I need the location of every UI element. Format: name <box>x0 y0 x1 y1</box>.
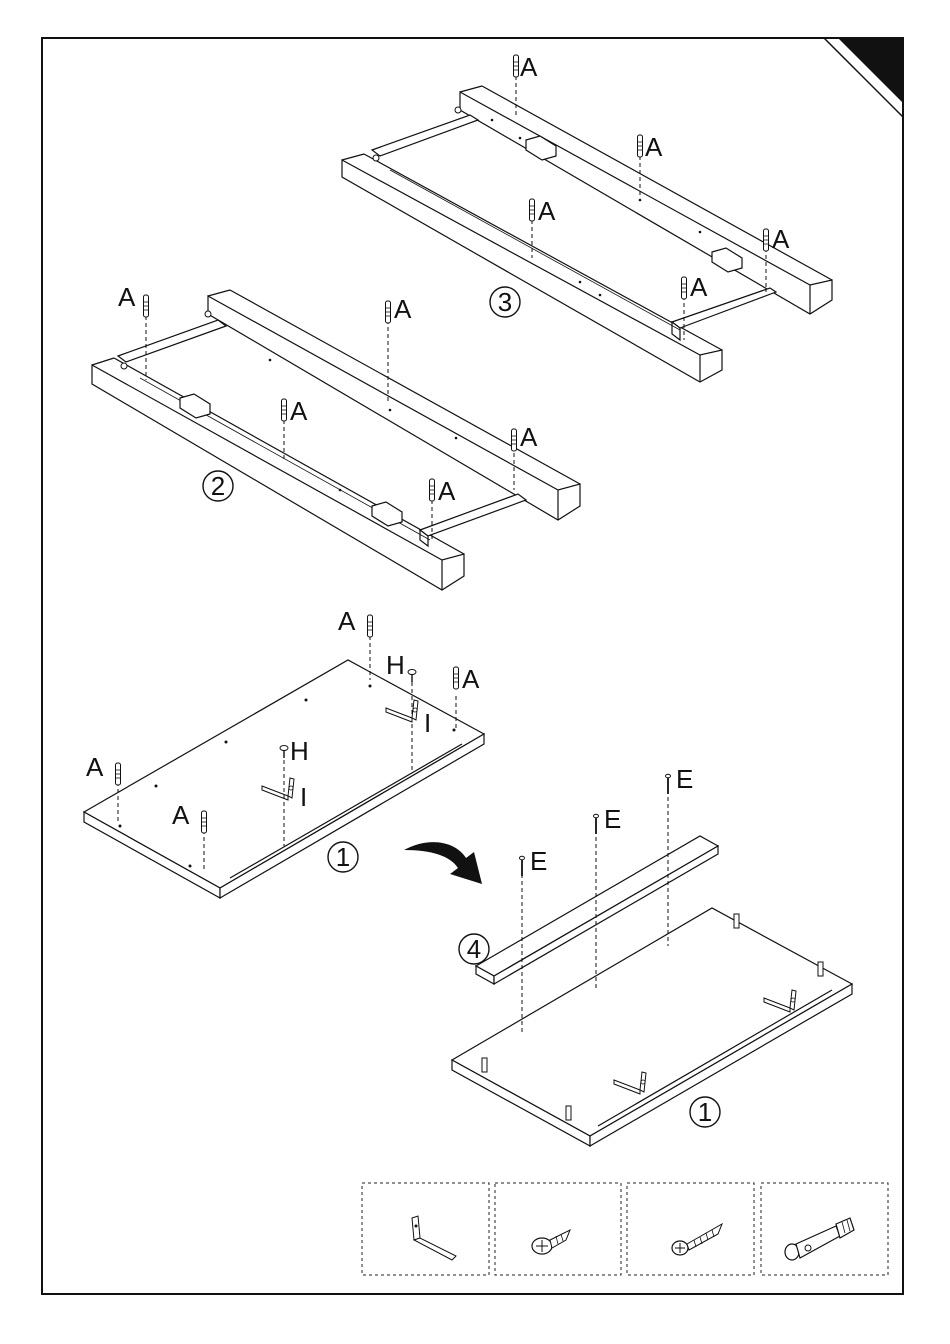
svg-text:4: 4 <box>467 934 481 964</box>
label-a: A <box>118 282 136 312</box>
label-h: H <box>386 650 405 680</box>
legend-box <box>362 1183 489 1275</box>
corner-tab-icon <box>824 38 903 117</box>
label-a: A <box>645 132 663 162</box>
label-i: I <box>424 708 431 738</box>
cam-dowel-icon <box>785 1218 854 1260</box>
svg-text:2: 2 <box>211 471 225 501</box>
frame-step-2 <box>92 290 580 590</box>
legend-box <box>761 1183 888 1275</box>
label-a: A <box>690 272 708 302</box>
l-bracket-icon <box>412 1216 456 1260</box>
svg-text:3: 3 <box>498 287 512 317</box>
label-a: A <box>172 800 190 830</box>
step-number-4: 4 <box>459 934 489 964</box>
svg-text:1: 1 <box>336 842 350 872</box>
label-a: A <box>338 606 356 636</box>
step-number-2: 2 <box>203 471 233 501</box>
label-a: A <box>538 196 556 226</box>
label-e: E <box>530 846 547 876</box>
legend-box <box>495 1183 621 1275</box>
label-a: A <box>290 396 308 426</box>
frame-step-3 <box>342 86 832 382</box>
flip-arrow-icon <box>404 842 482 884</box>
label-a: A <box>394 294 412 324</box>
label-a: A <box>520 52 538 82</box>
label-e: E <box>604 804 621 834</box>
legend-box <box>627 1183 754 1275</box>
step-number-1: 1 <box>328 842 358 872</box>
label-h: H <box>290 736 309 766</box>
step-number-1-bottom: 1 <box>690 1097 720 1127</box>
label-a: A <box>438 476 456 506</box>
panel-step-4 <box>452 836 852 1146</box>
long-screw-icon <box>672 1224 722 1255</box>
svg-text:1: 1 <box>698 1097 712 1127</box>
parts-legend <box>362 1183 888 1275</box>
step-number-3: 3 <box>490 287 520 317</box>
label-e: E <box>676 764 693 794</box>
label-a: A <box>772 224 790 254</box>
short-screw-icon <box>532 1230 570 1254</box>
label-a: A <box>462 664 480 694</box>
label-a: A <box>86 752 104 782</box>
label-a: A <box>520 422 538 452</box>
panel-step-1 <box>84 660 484 898</box>
label-i: I <box>300 782 307 812</box>
